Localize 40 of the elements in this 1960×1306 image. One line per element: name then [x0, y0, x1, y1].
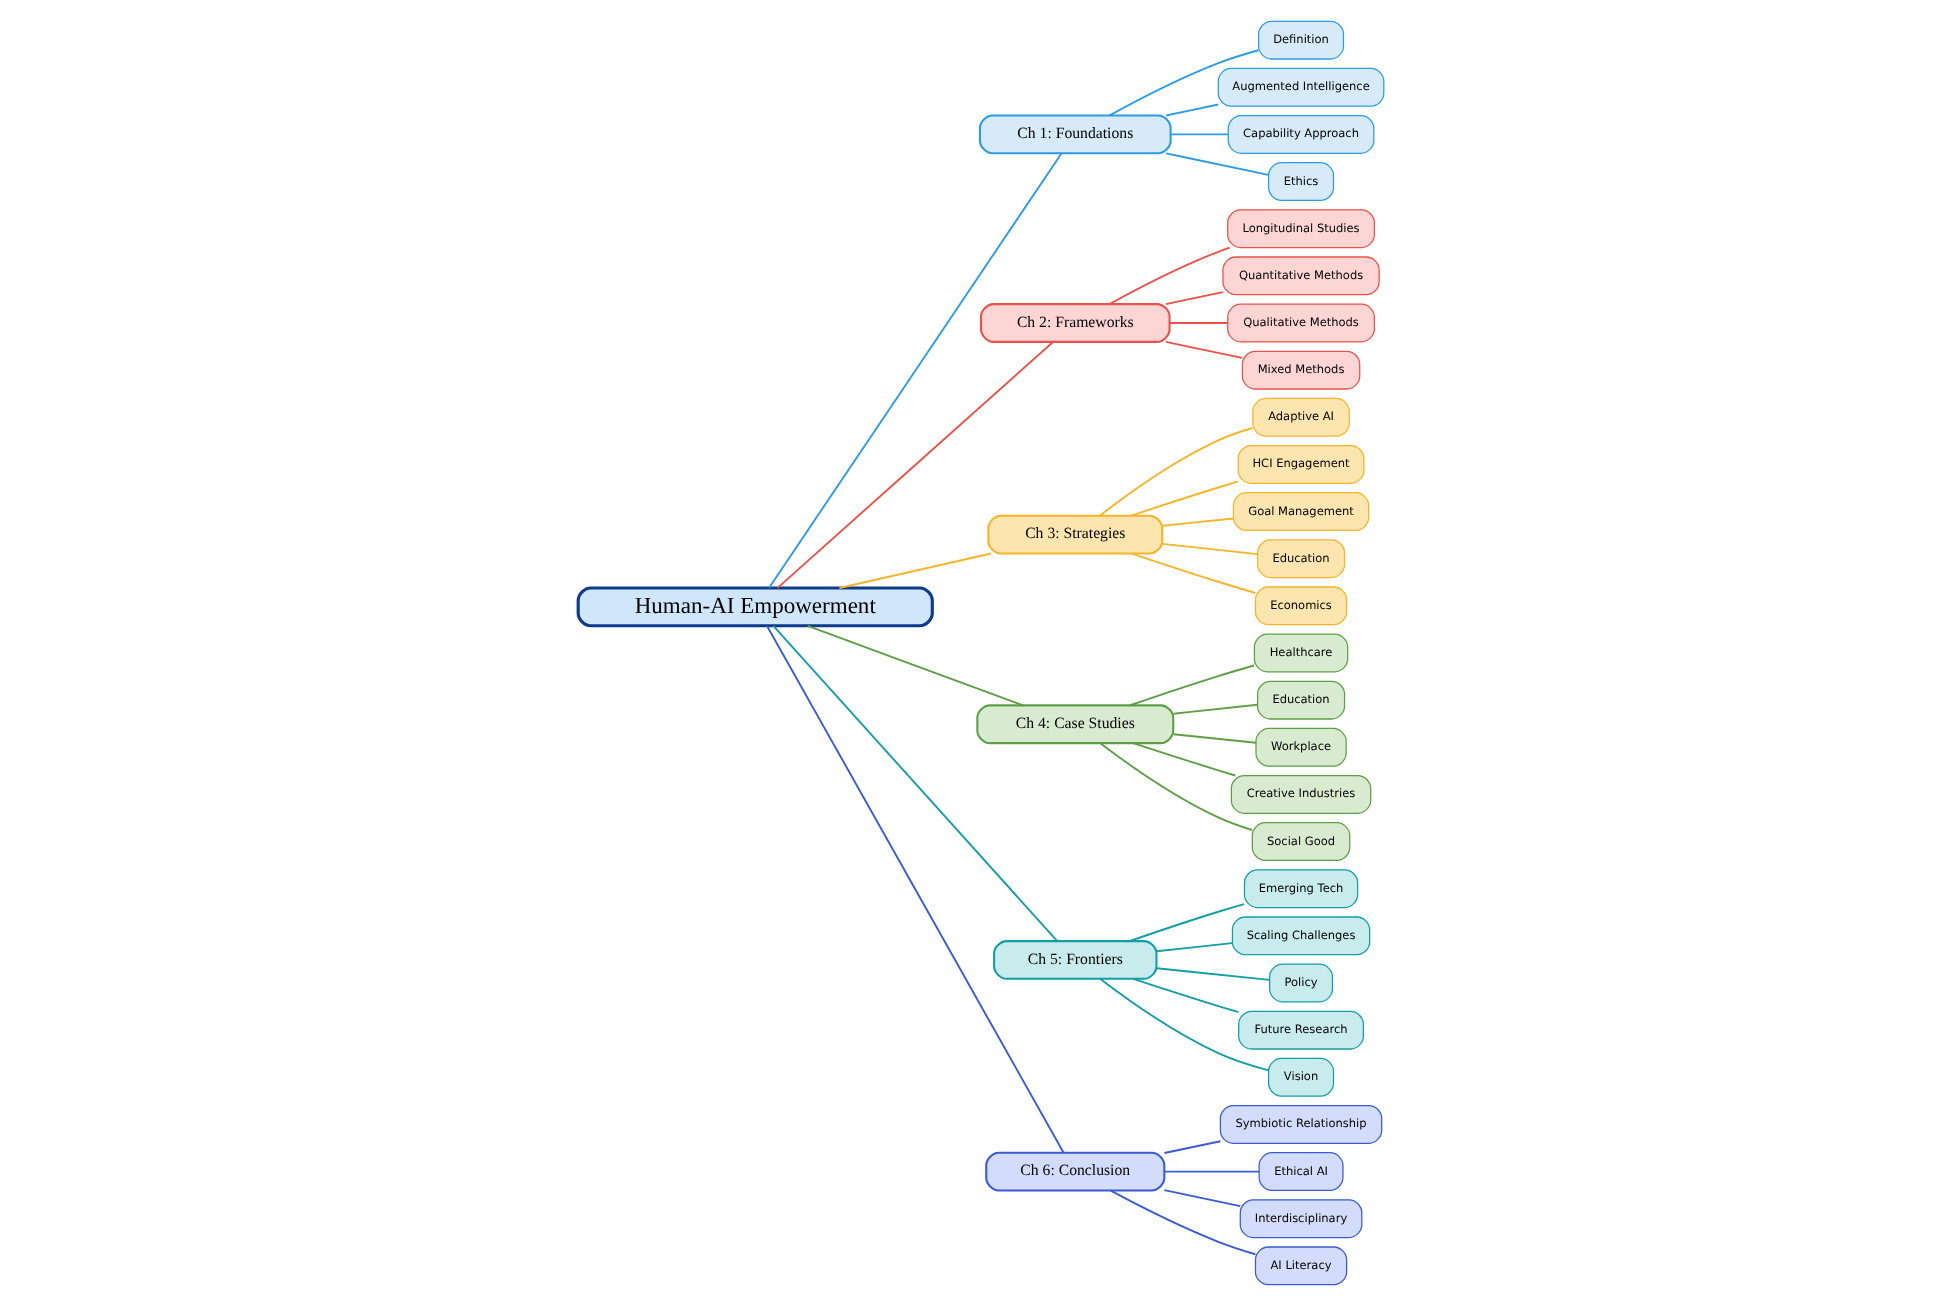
connector [1107, 49, 1259, 117]
connector [765, 625, 1064, 1154]
connector [1162, 1189, 1241, 1208]
connector [1131, 742, 1236, 777]
connector [1162, 1170, 1259, 1173]
connector [1131, 977, 1239, 1014]
connector [1162, 1140, 1221, 1154]
connector [1171, 733, 1256, 744]
node-box: Ch 1: Foundations [977, 114, 1171, 155]
connector [1160, 542, 1258, 556]
node-box: Ch 4: Case Studies [975, 704, 1174, 745]
connector [1168, 133, 1229, 136]
connector [1128, 903, 1244, 942]
connector [1098, 742, 1252, 831]
node-box: Ch 2: Frameworks [978, 303, 1170, 343]
connector [1154, 942, 1233, 953]
connector [1129, 552, 1256, 594]
connector [1164, 152, 1269, 176]
connector [1107, 246, 1230, 305]
connector [1108, 1189, 1256, 1256]
connector [1164, 340, 1243, 359]
node-box: Ch 6: Conclusion [984, 1151, 1165, 1192]
connector [1098, 427, 1253, 517]
connector [1098, 978, 1269, 1072]
node-box: Human-AI Empowerment [575, 586, 933, 628]
connector [837, 552, 991, 589]
node-box: Ch 3: Strategies [986, 514, 1163, 555]
node-box: Ch 5: Frontiers [992, 940, 1157, 980]
connector [1167, 322, 1228, 324]
connector [805, 624, 1024, 707]
connector [771, 624, 1057, 942]
connector [1164, 103, 1219, 117]
connector [767, 152, 1062, 589]
connector [1171, 703, 1258, 715]
connector [1164, 291, 1223, 306]
connector [1160, 517, 1234, 527]
connector [1154, 967, 1270, 981]
connector [1129, 480, 1238, 517]
connector [775, 341, 1053, 589]
connector [1128, 664, 1254, 707]
